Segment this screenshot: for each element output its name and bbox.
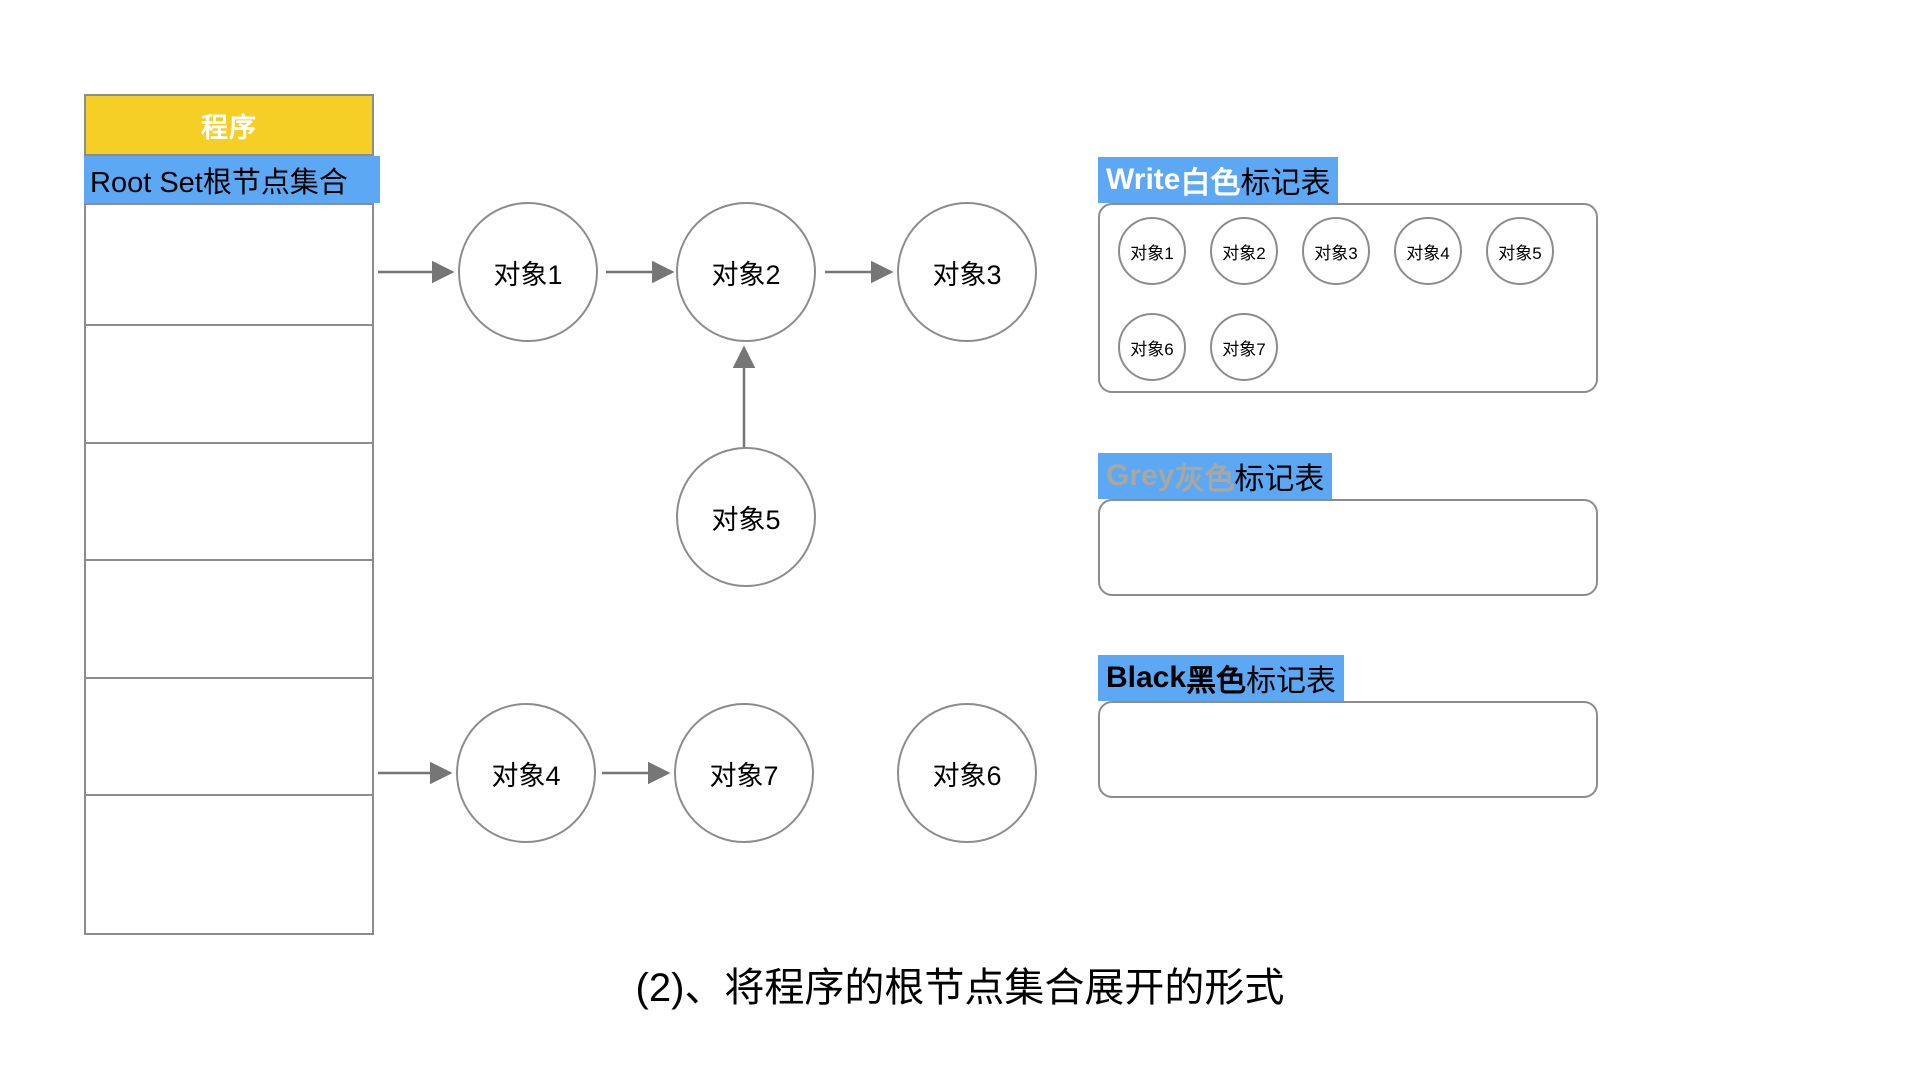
mark-table-grey-box [1098, 499, 1598, 596]
mark-table-white-row-1: 对象1 对象2 对象3 对象4 对象5 [1118, 217, 1578, 285]
mark-chip[interactable]: 对象7 [1210, 313, 1278, 381]
mark-table-white-header-rest: 标记表 [1240, 167, 1331, 200]
mark-chip[interactable]: 对象4 [1394, 217, 1462, 285]
object-node-obj7[interactable]: 对象7 [674, 703, 814, 843]
mark-table-black: Black 黑色标记表 [1098, 655, 1618, 805]
mark-table-black-header: Black 黑色标记表 [1098, 655, 1345, 701]
mark-table-black-box [1098, 701, 1598, 798]
mark-table-white-header: Write 白色标记表 [1098, 157, 1339, 203]
object-node-label: 对象6 [932, 760, 1002, 791]
mark-table-white: Write 白色标记表 对象1 对象2 对象3 对象4 对象5 对象6 对象7 [1098, 157, 1618, 407]
mark-chip[interactable]: 对象1 [1118, 217, 1186, 285]
object-node-label: 对象3 [932, 259, 1002, 290]
object-node-obj2[interactable]: 对象2 [676, 202, 816, 342]
program-header-box: 程序 [84, 94, 374, 156]
object-node-label: 对象1 [493, 259, 563, 290]
root-set-label: Root Set根节点集合 [90, 166, 348, 199]
object-node-label: 对象5 [711, 504, 781, 535]
diagram-caption: (2)、将程序的根节点集合展开的形式 [635, 966, 1285, 1010]
table-row [86, 205, 372, 326]
mark-table-black-header-color: 黑色 [1186, 665, 1247, 698]
mark-chip[interactable]: 对象6 [1118, 313, 1186, 381]
mark-chip[interactable]: 对象3 [1302, 217, 1370, 285]
mark-table-white-box: 对象1 对象2 对象3 对象4 对象5 对象6 对象7 [1098, 203, 1598, 393]
mark-table-grey-header-en: Grey [1106, 459, 1175, 492]
object-node-label: 对象7 [709, 760, 779, 791]
mark-table-grey-header-rest: 标记表 [1234, 463, 1325, 496]
mark-table-grey: Grey 灰色标记表 [1098, 453, 1618, 603]
object-node-obj5[interactable]: 对象5 [676, 447, 816, 587]
mark-chip[interactable]: 对象2 [1210, 217, 1278, 285]
object-node-obj3[interactable]: 对象3 [897, 202, 1037, 342]
table-row [86, 679, 372, 796]
object-node-label: 对象4 [491, 760, 561, 791]
table-row [86, 561, 372, 679]
mark-table-white-header-en: Write [1106, 163, 1181, 196]
table-row [86, 444, 372, 561]
object-node-label: 对象2 [711, 259, 781, 290]
mark-table-black-header-en: Black [1106, 661, 1187, 694]
object-node-obj4[interactable]: 对象4 [456, 703, 596, 843]
root-set-table [84, 203, 374, 935]
mark-table-black-header-rest: 标记表 [1246, 665, 1337, 698]
table-row [86, 796, 372, 933]
root-set-bar: Root Set根节点集合 [84, 156, 380, 203]
table-row [86, 326, 372, 444]
program-title: 程序 [201, 112, 257, 143]
mark-table-white-header-color: 白色 [1180, 167, 1241, 200]
mark-table-grey-header: Grey 灰色标记表 [1098, 453, 1333, 499]
mark-chip[interactable]: 对象5 [1486, 217, 1554, 285]
mark-table-grey-header-color: 灰色 [1174, 463, 1235, 496]
mark-table-white-row-2: 对象6 对象7 [1118, 313, 1302, 381]
object-node-obj1[interactable]: 对象1 [458, 202, 598, 342]
object-node-obj6[interactable]: 对象6 [897, 703, 1037, 843]
